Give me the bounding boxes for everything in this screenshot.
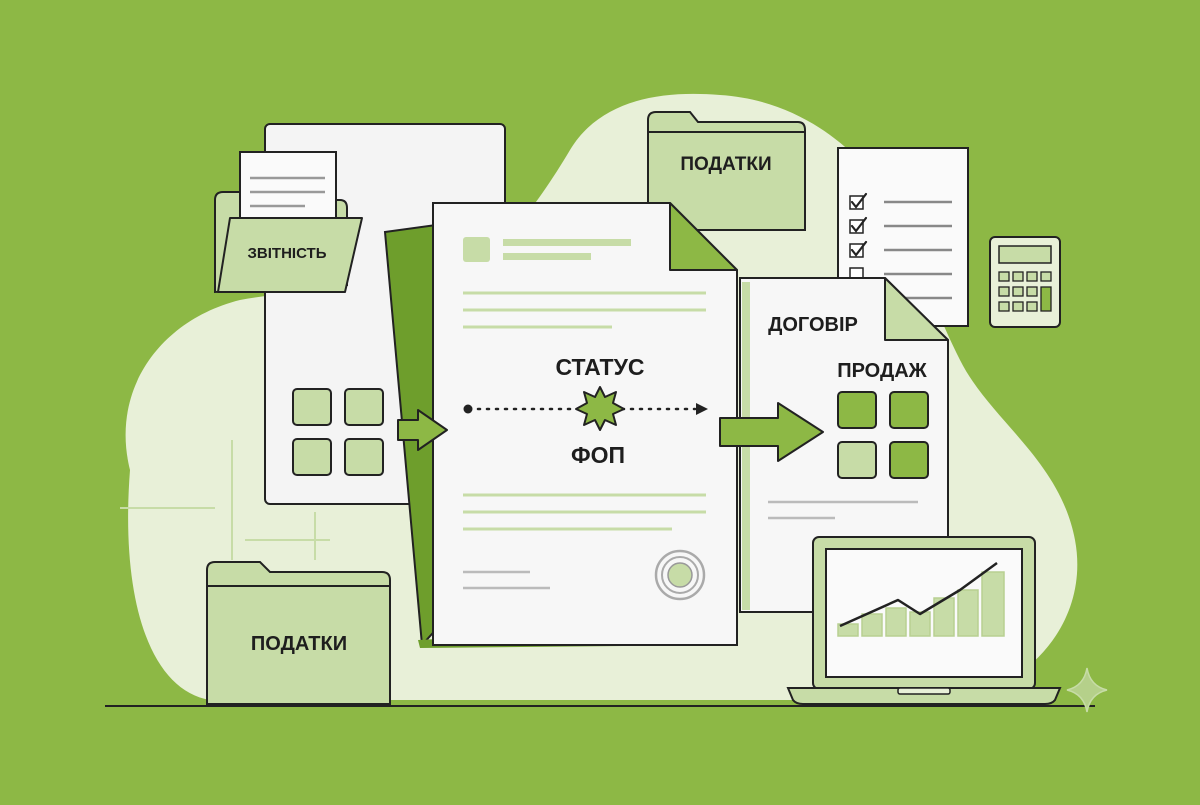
checkmark-icon: [850, 192, 868, 257]
arrow-right-icon: [397, 409, 448, 451]
faint-grid-lines: [120, 440, 330, 560]
contract-subtitle: ПРОДАЖ: [837, 360, 927, 382]
tax-folder-bottom: ПОДАТКИ: [206, 561, 391, 705]
tax-folder-top-label: ПОДАТКИ: [680, 154, 771, 175]
contract-title: ДОГОВІР: [768, 314, 858, 336]
sparkle-icon: [1066, 667, 1108, 713]
seal-stamp-icon: [654, 549, 706, 601]
contract-document: ДОГОВІР ПРОДАЖ: [739, 277, 949, 613]
status-subtitle: ФОП: [571, 442, 625, 468]
status-title: СТАТУС: [555, 354, 644, 380]
calculator-icon: [989, 236, 1061, 328]
star-badge-icon: [575, 386, 625, 431]
tax-folder-top: ПОДАТКИ: [647, 111, 806, 231]
contract-grid-squares: [837, 391, 929, 479]
tax-folder-bottom-label: ПОДАТКИ: [251, 633, 347, 655]
document-grid-squares: [292, 388, 384, 476]
main-document: СТАТУС ФОП: [432, 202, 738, 646]
arrow-right-icon: [719, 402, 824, 462]
report-folder-label: ЗВІТНІСТЬ: [248, 245, 327, 262]
report-folder: ЗВІТНІСТЬ: [214, 151, 363, 294]
laptop-growth-chart-icon: [786, 536, 1062, 705]
